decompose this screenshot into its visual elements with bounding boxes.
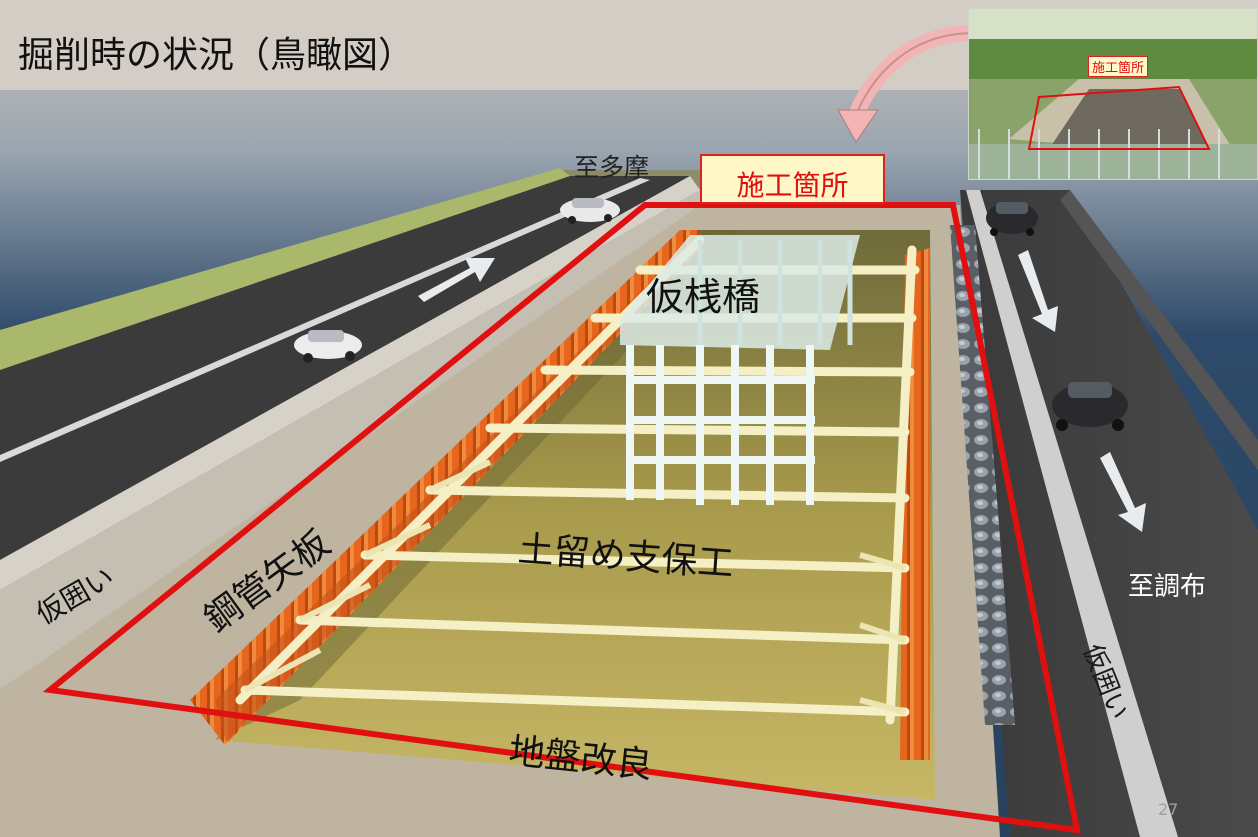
traffic-arrow-icon xyxy=(418,258,495,302)
direction-tama-label: 至多摩 xyxy=(574,153,650,182)
car-icon xyxy=(560,198,620,224)
temporary-bridge-label: 仮桟橋 xyxy=(646,275,761,319)
car-icon xyxy=(986,202,1038,236)
car-icon xyxy=(294,330,362,363)
site-label-box: 施工箇所 xyxy=(700,154,885,204)
site-photo xyxy=(968,8,1258,180)
traffic-arrow-icon xyxy=(1018,250,1058,332)
page-number: 27 xyxy=(1158,800,1179,819)
site-outline xyxy=(42,202,1081,834)
page-title: 掘削時の状況（鳥瞰図） xyxy=(18,35,415,76)
site-label: 施工箇所 xyxy=(736,169,849,202)
traffic-arrow-icon xyxy=(1100,452,1146,532)
direction-chofu-label: 至調布 xyxy=(1128,572,1207,602)
photo-site-label: 施工箇所 xyxy=(1088,56,1149,77)
car-icon xyxy=(1052,382,1128,431)
